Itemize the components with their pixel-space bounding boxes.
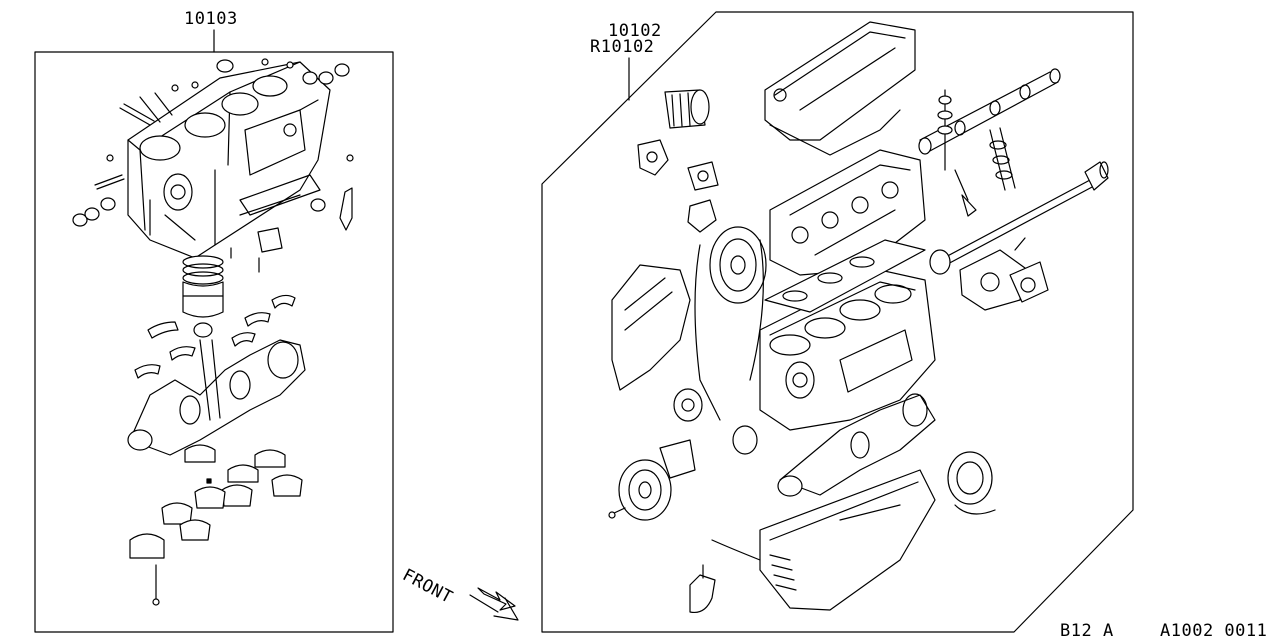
crankshaft	[128, 340, 305, 455]
head-gasket	[765, 240, 925, 312]
water-pump	[960, 238, 1048, 310]
cylinder-block	[128, 62, 330, 258]
lower-crankshaft	[778, 394, 935, 496]
oil-pan	[760, 470, 935, 610]
timing-belt-cover	[612, 227, 766, 454]
crank-pulley	[609, 440, 695, 520]
piston	[183, 256, 223, 337]
main-bearing-caps	[130, 445, 302, 605]
block-studs	[95, 59, 353, 189]
valve-cover	[765, 22, 915, 155]
short-block-part-number: 10103	[184, 9, 238, 29]
engine-assembly-frame	[542, 12, 1133, 632]
bearing-shells-upper	[135, 295, 295, 378]
model-code: B12 A	[1060, 621, 1114, 641]
oil-strainer	[690, 540, 760, 612]
engine-assembly-alt-part-number: R10102	[590, 37, 655, 57]
engine-assembly-panel	[542, 12, 1133, 632]
oil-filter	[665, 90, 709, 128]
misc-bolts	[231, 228, 282, 272]
engine-assembly-part-number: 10102	[608, 21, 662, 41]
rear-oil-seal	[948, 452, 995, 514]
diagram-code: A1002 0011	[1160, 621, 1268, 641]
fuel-pump	[638, 140, 718, 232]
freeze-plugs	[73, 60, 352, 230]
camshaft	[919, 69, 1060, 154]
front-arrow-icon	[470, 588, 518, 620]
distributor-shaft	[930, 162, 1108, 274]
short-block-panel	[35, 30, 393, 632]
valve-springs	[938, 90, 1015, 216]
